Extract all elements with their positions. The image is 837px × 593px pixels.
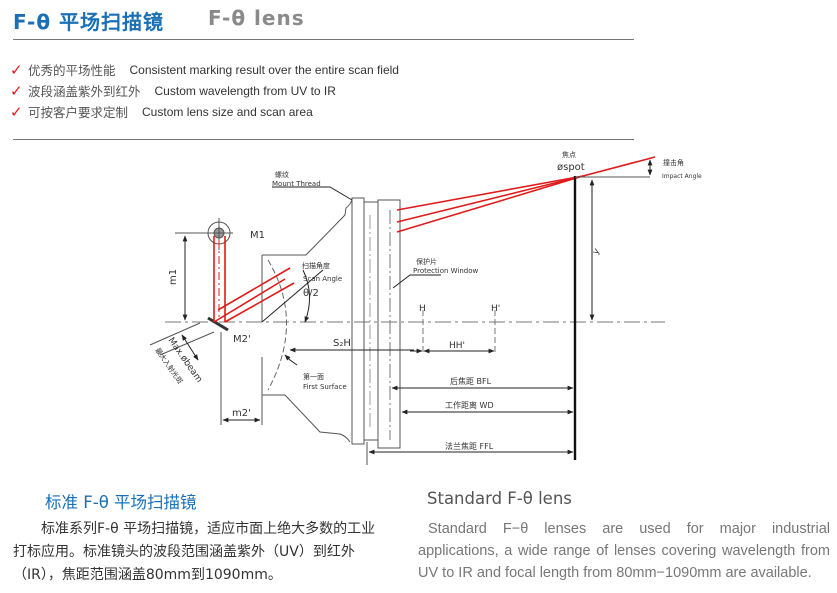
first-surface-cn-label: 第一面 [303,372,324,381]
housing-bottom [262,394,351,443]
page-title-en: F-θ lens [208,6,305,30]
protection-window-ring [377,199,401,449]
feature-cn: 波段涵盖紫外到红外 [28,84,141,99]
mount-thread-en-label: Mount Thread [272,180,321,188]
standard-lens-description-en: Standard F−θ lenses are used for major i… [418,518,830,584]
y-label: y [591,246,603,256]
first-surface-arc [267,259,287,391]
housing-top [262,199,353,256]
standard-lens-description-cn: 标准系列F-θ 平场扫描镜，适应市面上绝大多数的工业 打标应用。标准镜头的波段范… [13,518,413,587]
mirror-m2 [207,316,229,332]
description-line: 标准系列F-θ 平场扫描镜，适应市面上绝大多数的工业 [41,521,376,537]
feature-en: Consistent marking result over the entir… [129,62,399,77]
feature-item: ✓ 可按客户要求定制 Custom lens size and scan are… [10,102,313,121]
bfl-label: 后焦距 BFL [450,376,492,386]
h-label: H [419,304,426,314]
feature-item: ✓ 波段涵盖紫外到红外 Custom wavelength from UV to… [10,81,336,100]
description-line: （IR），焦距范围涵盖80mm到1090mm。 [13,567,282,583]
scan-angle-symbol: θ/2 [303,288,319,299]
m1-label: M1 [250,230,265,241]
standard-lens-heading-cn: 标准 F-θ 平场扫描镜 [45,493,197,512]
s2h-label: S₂H [333,338,351,349]
scan-angle-cn-label: 扫描角度 [302,261,330,270]
hh-label: HH' [449,341,465,351]
standard-lens-heading-en: Standard F-θ lens [427,489,572,508]
spot-cn-label: 焦点 [562,150,576,159]
first-surface-en-label: First Surface [303,383,347,391]
mount-flange [351,197,365,445]
scan-angle-en-label: Scan Angle [303,275,342,283]
description-line: 打标应用。标准镜头的波段范围涵盖紫外（UV）到红外 [13,544,355,560]
protection-window-cn-label: 保护片 [416,257,437,266]
ffl-label: 法兰焦距 FFL [445,441,494,451]
laser-beams [213,156,656,323]
check-icon: ✓ [10,102,23,121]
check-icon: ✓ [10,60,23,79]
feature-item: ✓ 优秀的平场性能 Consistent marking result over… [10,60,399,79]
header-divider [13,39,634,40]
feature-en: Custom wavelength from UV to IR [154,83,336,98]
impact-angle-cn-label: 撞击角 [663,158,684,167]
m2-dim-label: m2' [232,408,251,419]
feature-cn: 优秀的平场性能 [28,63,116,78]
mount-thread-cn-label: 螺纹 [275,170,289,179]
feature-en: Custom lens size and scan area [142,104,313,119]
check-icon: ✓ [10,81,23,100]
protection-window-en-label: Protection Window [413,267,479,275]
impact-angle-en-label: Impact Angle [662,173,702,180]
lens-diagram: 螺纹 Mount Thread M1 m1 M2' m2' 扫描角度 Scan … [149,150,702,465]
h-prime-label: H' [491,304,500,314]
wd-label: 工作距离 WD [445,400,494,410]
feature-cn: 可按客户要求定制 [28,105,129,120]
features-divider [13,139,634,140]
page-title-cn: F-θ 平场扫描镜 [13,10,165,34]
description-text: Standard F−θ lenses are used for major i… [418,521,830,581]
m2-label: M2' [233,334,251,345]
spot-en-label: øspot [557,162,585,173]
m1-dim-label: m1 [168,269,179,285]
max-beam-en-label: Max.øbeam [166,336,204,385]
